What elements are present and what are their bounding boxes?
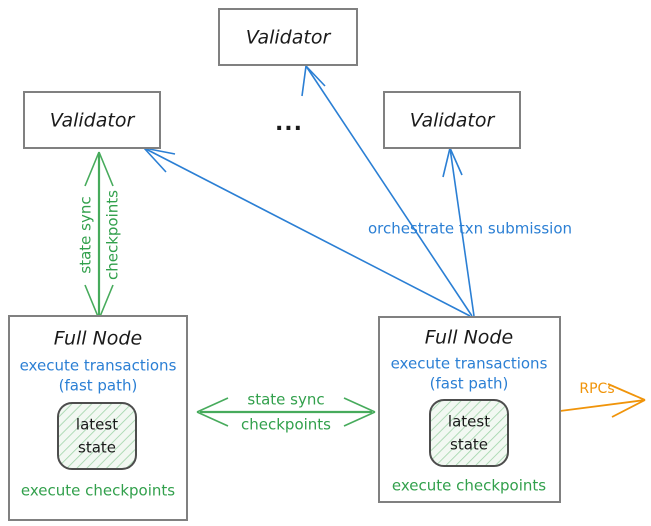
validator-top-node[interactable]: Validator xyxy=(218,8,358,66)
validator-left-label: Validator xyxy=(50,110,136,132)
rpcs-arrow xyxy=(559,383,646,418)
rpcs-label: RPCs xyxy=(579,381,614,397)
validator-left-node[interactable]: Validator xyxy=(23,91,161,149)
validator-right-label: Validator xyxy=(410,110,496,132)
full-node-right[interactable]: Full Node execute transactions (fast pat… xyxy=(378,316,561,503)
vertical-state-sync-label-2: checkpoints xyxy=(104,190,122,280)
full-node-left-blue-line-1: execute transactions xyxy=(20,357,177,375)
full-node-left-title: Full Node xyxy=(54,328,142,350)
full-node-left-latest-state-line-1: latest xyxy=(76,416,118,434)
full-node-left-blue-line-2: (fast path) xyxy=(59,377,138,395)
full-node-right-latest-state-line-1: latest xyxy=(448,413,490,431)
orchestrate-arrow-to-right-validator xyxy=(442,147,475,317)
full-node-right-blue-line-2: (fast path) xyxy=(430,375,509,393)
full-node-left-green-line-1: execute checkpoints xyxy=(21,482,175,500)
orchestrate-arrow-to-top-validator xyxy=(301,65,473,317)
ellipsis-label: ... xyxy=(275,111,303,136)
full-node-right-green-line-1: execute checkpoints xyxy=(392,477,546,495)
full-node-left[interactable]: Full Node execute transactions (fast pat… xyxy=(8,315,188,521)
full-node-left-latest-state-box: latest state xyxy=(57,402,137,470)
orchestrate-label: orchestrate txn submission xyxy=(368,220,572,238)
full-node-right-latest-state-line-2: state xyxy=(450,436,488,454)
horizontal-state-sync-label-1: state sync xyxy=(247,391,324,409)
horizontal-state-sync-arrow xyxy=(196,397,376,427)
vertical-state-sync-arrow xyxy=(84,151,114,320)
vertical-state-sync-label-1: state sync xyxy=(77,196,95,273)
full-node-right-blue-line-1: execute transactions xyxy=(391,355,548,373)
full-node-right-title: Full Node xyxy=(425,327,513,349)
full-node-right-latest-state-box: latest state xyxy=(429,399,509,467)
validator-right-node[interactable]: Validator xyxy=(383,91,521,149)
validator-top-label: Validator xyxy=(246,27,332,49)
full-node-left-latest-state-line-2: state xyxy=(78,439,116,457)
horizontal-state-sync-label-2: checkpoints xyxy=(241,416,331,434)
